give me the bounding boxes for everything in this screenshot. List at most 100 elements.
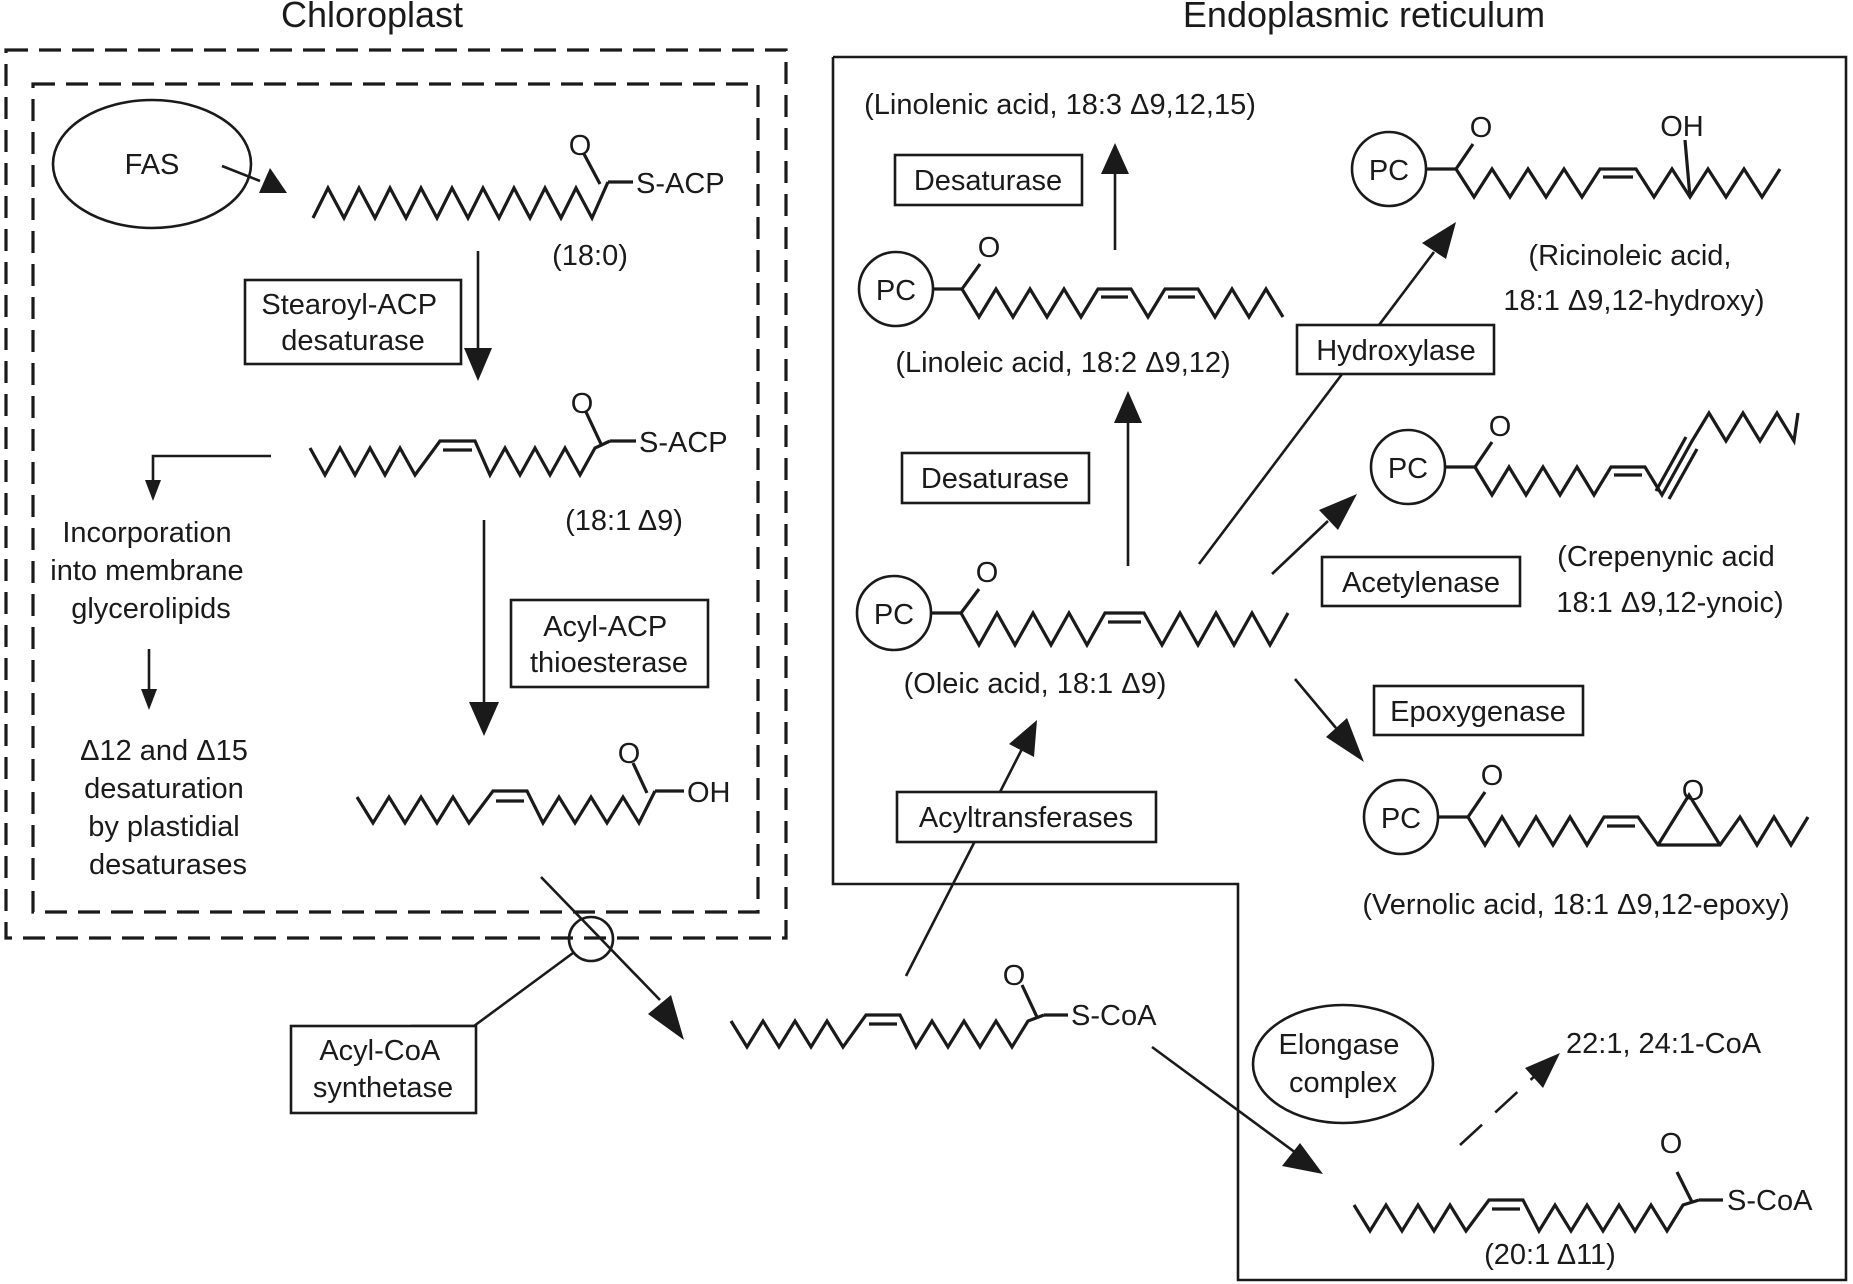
envelope-transport-marker — [567, 915, 615, 963]
eicosenoyl-coa-chain — [1352, 1198, 1700, 1235]
stearoyl-acp-desaturase-label: Stearoyl-ACP desaturase — [261, 289, 444, 357]
acetylenase-arrow-head — [1319, 494, 1357, 530]
acetylenase-label: Acetylenase — [1342, 567, 1500, 599]
crepenynic-pc-label: PC — [1388, 453, 1428, 485]
oleoyl-coa-s-coa: S-CoA — [1071, 1000, 1157, 1032]
ricinoleic-pc-oxygen: O — [1470, 112, 1493, 144]
oleic-pc-label: PC — [874, 599, 914, 631]
epoxygenase-box — [1372, 684, 1585, 737]
oleoyl-coa-oxygen: O — [1003, 960, 1026, 992]
oleic-acid-carbonyl — [631, 762, 649, 794]
export-arrow — [540, 876, 661, 1001]
vernolic-pc-epoxide — [1656, 791, 1722, 846]
vernolic-acid-label: (Vernolic acid, 18:1 Δ9,12-epoxy) — [1362, 889, 1789, 921]
oleoyl-acp-oxygen: O — [571, 388, 594, 420]
oleoyl-acp-chain — [308, 439, 611, 479]
oleic-pc-oxygen: O — [976, 557, 999, 589]
oleoyl-acp-carbonyl — [584, 411, 603, 445]
oleic-acid-label: (Oleic acid, 18:1 Δ9) — [904, 668, 1167, 700]
fas-label: FAS — [125, 149, 180, 181]
epoxygenase-arrow-head — [1326, 718, 1364, 762]
oleic-acid-oxygen: O — [618, 738, 641, 770]
linoleic-to-linolenic-arrow-head — [1101, 143, 1129, 174]
chloroplast-inner-envelope — [31, 82, 760, 914]
compound-18-1-label: (18:1 Δ9) — [565, 505, 683, 537]
er-header: Endoplasmic reticulum — [1183, 0, 1545, 35]
acyltransferases-box — [895, 790, 1158, 844]
ricinoleic-pc-oh: OH — [1660, 111, 1704, 143]
hydroxylase-box — [1295, 323, 1496, 376]
er-boundary — [831, 55, 1848, 1282]
compound-20-1-label: (20:1 Δ11) — [1484, 1239, 1616, 1271]
oleic-acid-chain — [355, 789, 657, 827]
desaturase-lower-label: Desaturase — [921, 463, 1069, 495]
further-elongation-arrow-head — [1525, 1053, 1560, 1088]
linoleic-pc-oxygen: O — [978, 232, 1001, 264]
acyl-coa-synthetase-box — [289, 1024, 478, 1115]
oleic-acid-oh: OH — [687, 777, 731, 809]
chloroplast-header: Chloroplast — [281, 0, 463, 35]
fas-arrow-head — [259, 168, 287, 193]
oleic-pc-carbonyl — [959, 588, 981, 614]
desaturase-upper-box — [893, 153, 1084, 207]
acetylenase-box — [1320, 555, 1522, 608]
eicosenoyl-coa-s-coa: S-CoA — [1727, 1185, 1813, 1217]
eicosenoyl-coa-oxygen: O — [1660, 1128, 1683, 1160]
stearoyl-acp-chain — [311, 181, 610, 222]
crepenynic-pc-carbonyl — [1473, 441, 1494, 468]
oleoyl-coa-chain — [729, 1013, 1045, 1051]
linoleic-acid-label: (Linoleic acid, 18:2 Δ9,12) — [895, 347, 1230, 379]
ricinoleic-pc-chain — [1454, 166, 1782, 200]
elongation-arrow — [1151, 1045, 1297, 1155]
thioesterase-arrow-head — [469, 702, 499, 736]
fas-arrow — [221, 164, 261, 183]
stearoyl-acp-carbonyl — [582, 153, 602, 185]
ricinoleic-acid-label: (Ricinoleic acid, 18:1 Δ9,12-hydroxy) — [1503, 240, 1764, 317]
acyl-coa-synthetase-label: Acyl-CoA synthetase — [313, 1035, 453, 1104]
crepenynic-pc-oxygen: O — [1489, 411, 1512, 443]
desaturase-upper-label: Desaturase — [914, 165, 1062, 197]
crepenynic-pc-triple-bond-a — [1667, 448, 1699, 500]
desaturase-lower-box — [900, 451, 1091, 505]
plastidial-arrow-head — [141, 689, 157, 710]
stearoyl-acp-oxygen: O — [569, 130, 592, 162]
compound-18-0-label: (18:0) — [552, 240, 628, 272]
oleoyl-coa-carbonyl — [1020, 984, 1039, 1018]
vernolic-pc-label: PC — [1381, 803, 1421, 835]
crepenynic-pc-triple-bond-b — [1654, 436, 1688, 492]
synthetase-connector — [411, 951, 574, 1028]
incorporation-label: Incorporation into membrane glycerolipid… — [50, 517, 252, 625]
hydroxylase-label: Hydroxylase — [1316, 335, 1476, 367]
vernolic-pc-oxygen: O — [1481, 760, 1504, 792]
acetylenase-arrow — [1271, 520, 1329, 575]
acyl-acp-thioesterase-label: Acyl-ACP thioesterase — [530, 611, 688, 679]
vernolic-pc-chain — [1466, 813, 1810, 849]
export-arrow-head — [648, 995, 684, 1040]
linolenic-acid-label: (Linolenic acid, 18:3 Δ9,12,15) — [864, 89, 1256, 121]
elongation-arrow-head — [1282, 1143, 1323, 1174]
acyltransferase-arrow-head — [1009, 720, 1037, 757]
acyltransferases-label: Acyltransferases — [919, 802, 1133, 834]
further-elongation-arrow — [1459, 1072, 1539, 1146]
hydroxylase-arrow-head — [1422, 222, 1456, 259]
crepenynic-pc-chain — [1473, 409, 1800, 499]
incorporation-arrow — [151, 454, 271, 481]
stearoyl-acp-desaturase-box — [243, 278, 463, 366]
elongase-complex-label: Elongase complex — [1279, 1029, 1408, 1099]
oleoyl-acp-s-acp: S-ACP — [639, 427, 728, 459]
oleic-pc-chain — [959, 609, 1290, 649]
plastidial-desaturation-label: Δ12 and Δ15 desaturation by plastidial d… — [80, 735, 256, 881]
epoxygenase-arrow — [1294, 678, 1337, 729]
ricinoleic-pc-carbonyl — [1454, 143, 1475, 170]
epoxygenase-label: Epoxygenase — [1390, 696, 1566, 728]
stearoyl-acp-s-acp: S-ACP — [636, 168, 725, 200]
linoleic-pc-label: PC — [876, 275, 916, 307]
hydroxylase-arrow — [1197, 251, 1436, 565]
crepenynic-acid-label: (Crepenynic acid 18:1 Δ9,12-ynoic) — [1556, 541, 1783, 619]
oleic-to-linoleic-arrow-head — [1114, 391, 1142, 423]
acyl-acp-thioesterase-box — [509, 598, 710, 689]
linoleic-pc-chain — [960, 285, 1285, 321]
chloroplast-outer-envelope — [4, 48, 788, 940]
vernolic-pc-epoxide-oxygen: O — [1682, 775, 1705, 807]
